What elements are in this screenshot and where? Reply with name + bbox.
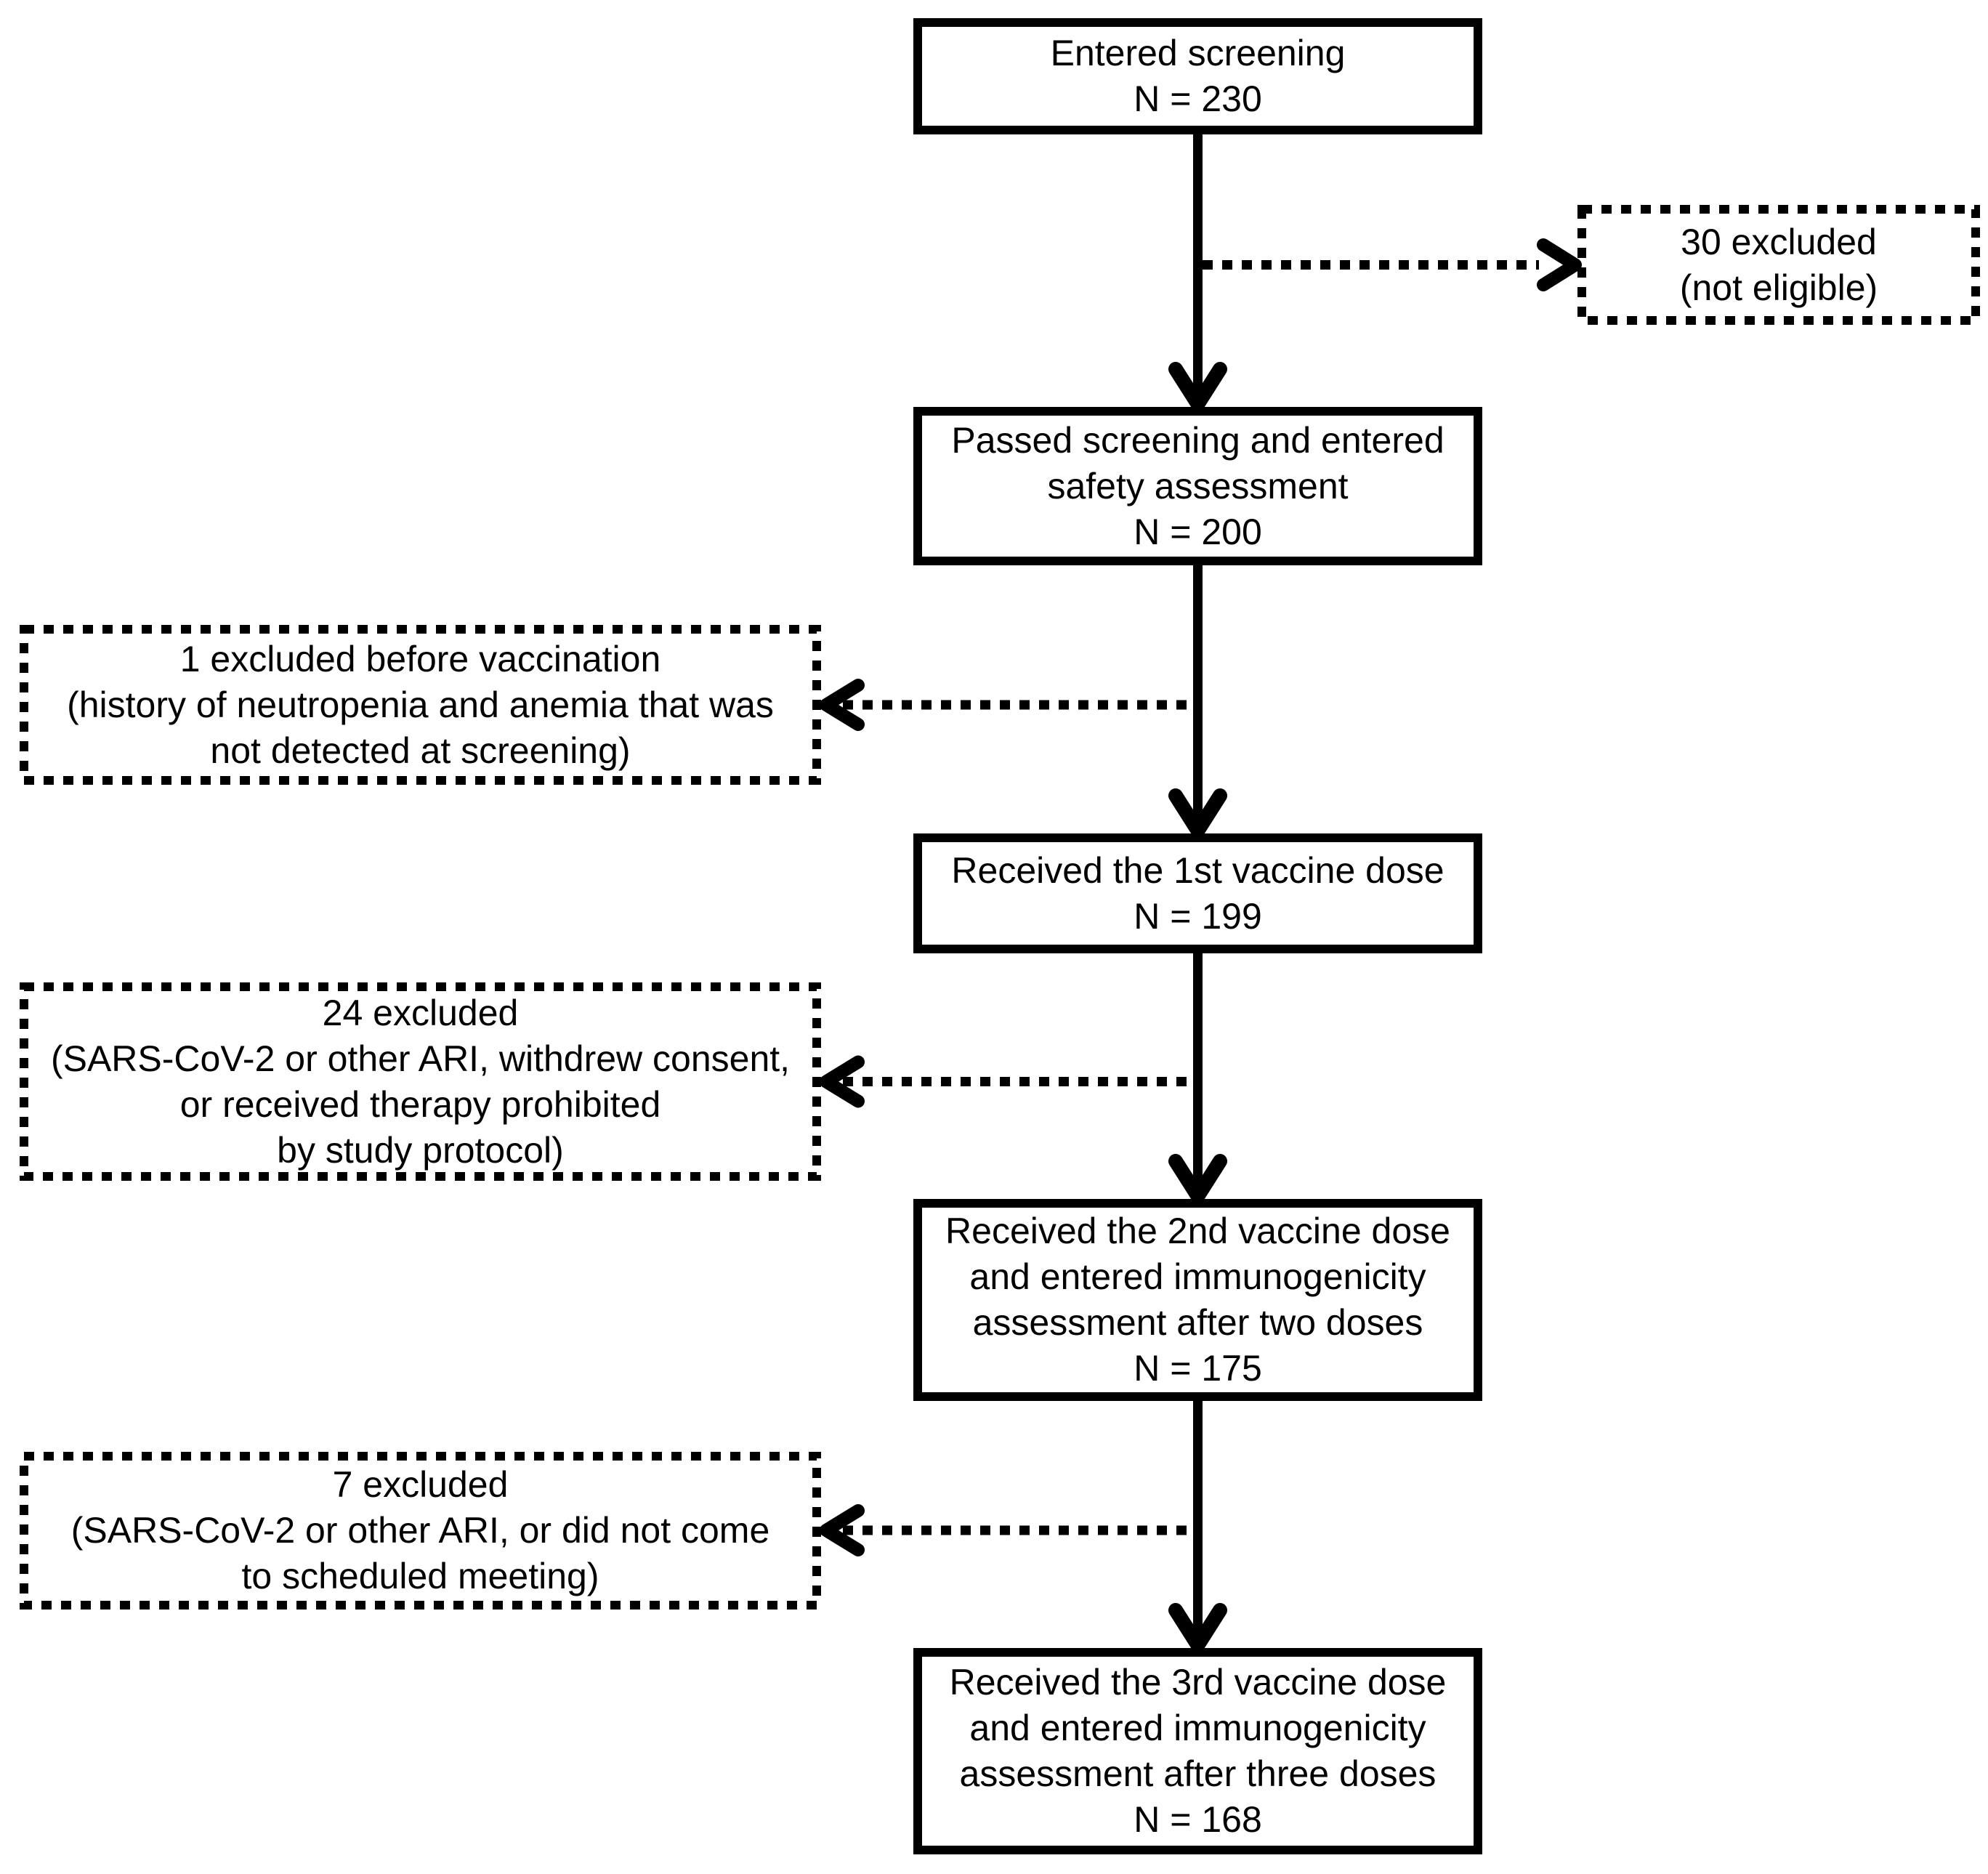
exclusion-box-text: 1 excluded before vaccination (history o… bbox=[67, 638, 774, 771]
flow-box-text: Passed screening and entered safety asse… bbox=[951, 419, 1444, 552]
flow-box-text: Entered screening N = 230 bbox=[1050, 33, 1346, 119]
flow-box-received-3rd-vaccine-dose: Received the 3rd vaccine dose and entere… bbox=[913, 1648, 1482, 1854]
left-arrowhead-icon bbox=[820, 679, 865, 731]
down-arrowhead-icon bbox=[1168, 362, 1227, 411]
exclusion-box-after-2nd-dose: 7 excluded (SARS-CoV-2 or other ARI, or … bbox=[20, 1452, 821, 1610]
dashed-border-excluded-not-eligible bbox=[1577, 205, 1980, 325]
exclusion-box-text: 7 excluded (SARS-CoV-2 or other ARI, or … bbox=[70, 1464, 770, 1596]
dashed-border-excluded-before-vaccination bbox=[20, 625, 821, 785]
down-arrowhead-icon bbox=[1168, 1603, 1227, 1652]
exclusion-box-not-eligible: 30 excluded (not eligible) bbox=[1577, 205, 1980, 325]
left-arrowhead-icon bbox=[820, 1055, 865, 1108]
exclusion-box-text: 24 excluded (SARS-CoV-2 or other ARI, wi… bbox=[50, 992, 791, 1171]
exclusion-box-text: 30 excluded (not eligible) bbox=[1679, 221, 1878, 308]
down-arrowhead-icon bbox=[1168, 788, 1227, 838]
dashed-border-excluded-after-2nd-dose bbox=[20, 1452, 821, 1610]
flow-box-entered-screening: Entered screening N = 230 bbox=[913, 18, 1482, 134]
dashed-border-excluded-after-1st-dose bbox=[20, 982, 821, 1181]
down-arrowhead-icon bbox=[1168, 1154, 1227, 1203]
exclusion-box-after-1st-dose: 24 excluded (SARS-CoV-2 or other ARI, wi… bbox=[20, 982, 821, 1181]
exclusion-box-before-vaccination: 1 excluded before vaccination (history o… bbox=[20, 625, 821, 785]
left-arrowhead-icon bbox=[820, 1504, 865, 1556]
flow-box-received-1st-vaccine-dose: Received the 1st vaccine dose N = 199 bbox=[913, 833, 1482, 953]
flow-box-text: Received the 1st vaccine dose N = 199 bbox=[951, 849, 1444, 937]
right-arrowhead-icon bbox=[1537, 238, 1582, 291]
flow-box-text: Received the 3rd vaccine dose and entere… bbox=[949, 1662, 1447, 1840]
flow-box-passed-screening-safety-assessment: Passed screening and entered safety asse… bbox=[913, 407, 1482, 565]
flow-box-received-2nd-vaccine-dose: Received the 2nd vaccine dose and entere… bbox=[913, 1199, 1482, 1401]
flow-box-text: Received the 2nd vaccine dose and entere… bbox=[945, 1211, 1450, 1389]
